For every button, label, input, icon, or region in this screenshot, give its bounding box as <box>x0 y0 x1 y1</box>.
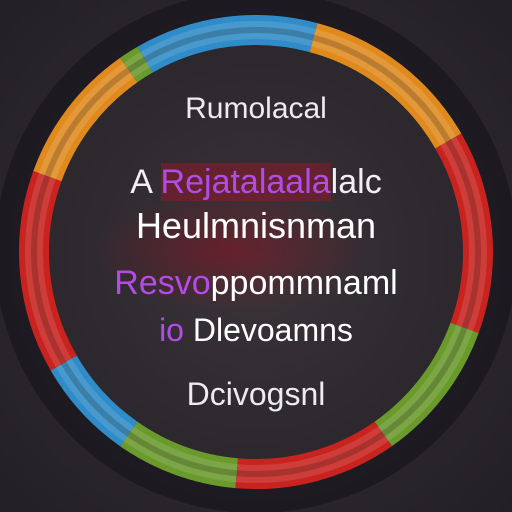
ring-segment <box>44 67 131 178</box>
highlighted-fragment: Resvo <box>114 264 211 302</box>
ring-segment <box>140 21 316 68</box>
ring-segment <box>19 170 77 371</box>
ring-segment <box>120 421 239 489</box>
ring-segment <box>31 175 67 365</box>
ring-segment <box>126 57 147 73</box>
text-line-4: Resvoppommnaml <box>0 264 512 303</box>
text-fragment: lalc <box>330 163 382 201</box>
ring-segment <box>25 173 72 368</box>
ring-segment <box>126 431 237 477</box>
ring-segment <box>33 57 138 182</box>
ring-segment <box>440 136 487 331</box>
text-fragment: A <box>130 163 152 201</box>
title-line: Rumolacal <box>185 92 327 125</box>
ring-segment <box>61 361 131 437</box>
ring-segment <box>137 15 318 73</box>
ring-segment <box>312 34 451 143</box>
ring-segment <box>123 426 238 483</box>
ring-segment <box>378 324 474 442</box>
ring-segment <box>50 355 138 447</box>
text-fragment: Dlevoamns <box>192 312 353 348</box>
ring-segment <box>374 322 479 447</box>
ring-segment <box>38 62 134 180</box>
ring-segment <box>120 46 153 83</box>
ring-segment <box>435 133 493 334</box>
text-line-3: Heulmnisnman <box>135 205 377 246</box>
highlighted-fragment: Rejatalaala <box>160 163 331 201</box>
ring-segment <box>143 27 315 63</box>
text-line-2: A Rejatalaalalalc <box>0 163 512 202</box>
ring-segment <box>236 431 386 477</box>
highlighted-fragment: io <box>159 312 184 348</box>
text-line-6: Dcivogsnl <box>186 376 326 412</box>
ring-segment <box>311 28 457 146</box>
ring-segment <box>235 421 392 489</box>
ring-segment <box>381 326 468 437</box>
text-fragment: ppommnaml <box>210 264 398 302</box>
ring-segment <box>235 426 389 483</box>
ring-segment <box>445 139 481 329</box>
ring-segment <box>55 358 134 442</box>
ring-segments <box>19 15 493 489</box>
ring-segment <box>309 23 462 149</box>
ring-segment <box>123 51 150 78</box>
text-line-5: io Dlevoamns <box>0 312 512 349</box>
